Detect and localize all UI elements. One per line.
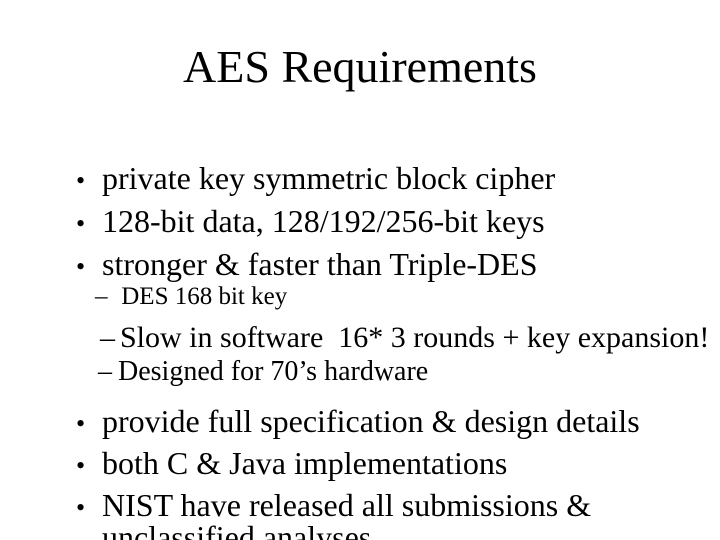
bullet-item: • NIST have released all submissions & xyxy=(44,457,591,540)
bullet-item: • private key symmetric block cipher xyxy=(44,130,555,226)
dash-marker: – xyxy=(98,356,112,387)
bullet-item: • 128-bit data, 128/192/256-bit keys xyxy=(44,173,545,269)
bullet-text: both C & Java implementations xyxy=(102,445,508,481)
dash-marker: – xyxy=(95,283,108,310)
sub-bullet-item: –Designed for 70’s hardware xyxy=(70,330,428,414)
bullet-marker: • xyxy=(76,409,86,438)
bullet-text: unclassified analyses xyxy=(102,519,372,540)
sub-bullet-text: DES 168 bit key xyxy=(115,283,288,310)
bullet-marker: • xyxy=(76,493,86,522)
bullet-text: NIST have released all submissions & xyxy=(102,487,592,523)
sub-bullet-text: Designed for 70’s hardware xyxy=(118,356,429,387)
slide-title: AES Requirements xyxy=(183,41,537,92)
bullet-item: • both C & Java implementations xyxy=(44,415,507,511)
sub-bullet-item: – DES 168 bit key xyxy=(70,259,287,334)
bullet-marker: • xyxy=(76,451,86,480)
sub-bullet-text: Slow in software 16* 3 rounds + key expa… xyxy=(120,321,710,354)
bullet-item: • stronger & faster than Triple-DES xyxy=(44,216,538,312)
sub-bullet-item: –Slow in software 16* 3 rounds + key exp… xyxy=(70,293,709,383)
bullet-marker: • xyxy=(76,252,86,281)
bullet-text: private key symmetric block cipher xyxy=(102,160,556,196)
bullet-text-continuation: unclassified analyses xyxy=(70,489,371,540)
bullet-text: 128-bit data, 128/192/256-bit keys xyxy=(102,203,545,239)
bullet-item: • provide full specification & design det… xyxy=(44,373,640,469)
bullet-marker: • xyxy=(76,166,86,195)
dash-marker: – xyxy=(100,321,115,354)
bullet-text: provide full specification & design deta… xyxy=(102,403,640,439)
bullet-text: stronger & faster than Triple-DES xyxy=(102,246,538,282)
bullet-marker: • xyxy=(76,209,86,238)
